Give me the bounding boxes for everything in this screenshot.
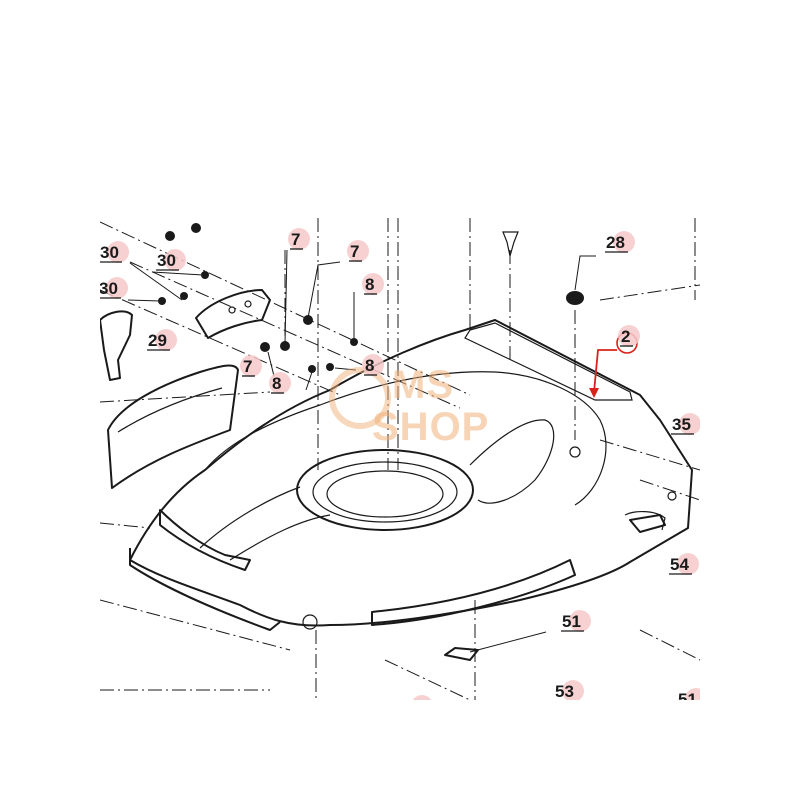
- callout-7a: 7: [288, 228, 310, 250]
- part-number-label: 8: [365, 356, 374, 375]
- part-number-label: 8: [272, 374, 281, 393]
- callout-8b: 8: [362, 354, 384, 376]
- part-number-label: 29: [148, 331, 167, 350]
- part-number-label: 30: [100, 243, 119, 262]
- callout-marker: [618, 325, 640, 347]
- part-number-label: 51: [678, 690, 697, 709]
- callout-54: 54: [669, 553, 699, 575]
- callout-29: 29: [147, 329, 177, 351]
- part-number-label: 30: [99, 279, 118, 298]
- callout-marker: [106, 277, 128, 299]
- callout-35: 35: [671, 413, 700, 435]
- callout-marker: [362, 273, 384, 295]
- part-number-label: 54: [670, 555, 689, 574]
- part-number-label: 7: [350, 242, 359, 261]
- callout-marker: [679, 413, 700, 435]
- callout-51a: 51: [561, 610, 591, 632]
- callout-2: 2: [618, 325, 640, 347]
- callout-51b: 51: [678, 688, 700, 709]
- part-number-label: 8: [365, 275, 374, 294]
- callout-marker: [107, 241, 129, 263]
- watermark-emblem-icon: [329, 367, 391, 429]
- part-number-label: 7: [243, 357, 252, 376]
- callout-marker: [240, 355, 262, 377]
- callout-marker: [685, 688, 700, 700]
- callout-marker: [269, 372, 291, 394]
- ms-shop-watermark: MS SHOP: [329, 363, 489, 449]
- callout-marker: [288, 228, 310, 250]
- callout-30b: 30: [156, 249, 186, 271]
- deflector-bracket: [195, 289, 271, 339]
- part-number-label: 7: [291, 230, 300, 249]
- callout-marker: [155, 329, 177, 351]
- callout-marker: [677, 553, 699, 575]
- part-number-label: 2: [621, 327, 630, 346]
- callout-8c: 8: [269, 372, 291, 394]
- watermark-line-2: SHOP: [372, 405, 489, 449]
- callout-marker: [164, 249, 186, 271]
- callout-marker: [362, 354, 384, 376]
- callout-marker: [412, 695, 432, 700]
- part-number-label: 28: [606, 233, 625, 252]
- part-number-label: 51: [562, 612, 581, 631]
- part-number-label: 53: [555, 682, 574, 701]
- callout-7c: 7: [240, 355, 262, 377]
- mower-deck-housing: [129, 319, 693, 631]
- callout-marker: [569, 610, 591, 632]
- callout-7b: 7: [347, 240, 369, 262]
- part-number-label: 52: [404, 697, 423, 716]
- watermark-line-1: MS: [392, 363, 454, 407]
- side-flap: [100, 310, 239, 489]
- fasteners: [158, 223, 666, 661]
- leader-lines: [127, 249, 596, 653]
- part-number-label: 35: [672, 415, 691, 434]
- callout-marker: [347, 240, 369, 262]
- center-lines: [100, 218, 700, 700]
- callout-marker: [562, 680, 584, 700]
- callout-30a: 30: [100, 241, 129, 263]
- callout-8a: 8: [362, 273, 384, 295]
- callout-52: 52: [404, 695, 432, 716]
- part-number-label: 30: [157, 251, 176, 270]
- callout-marker: [613, 231, 635, 253]
- callout-30c: 30: [99, 277, 128, 299]
- callout-28: 28: [605, 231, 635, 253]
- callout-53: 53: [555, 680, 584, 701]
